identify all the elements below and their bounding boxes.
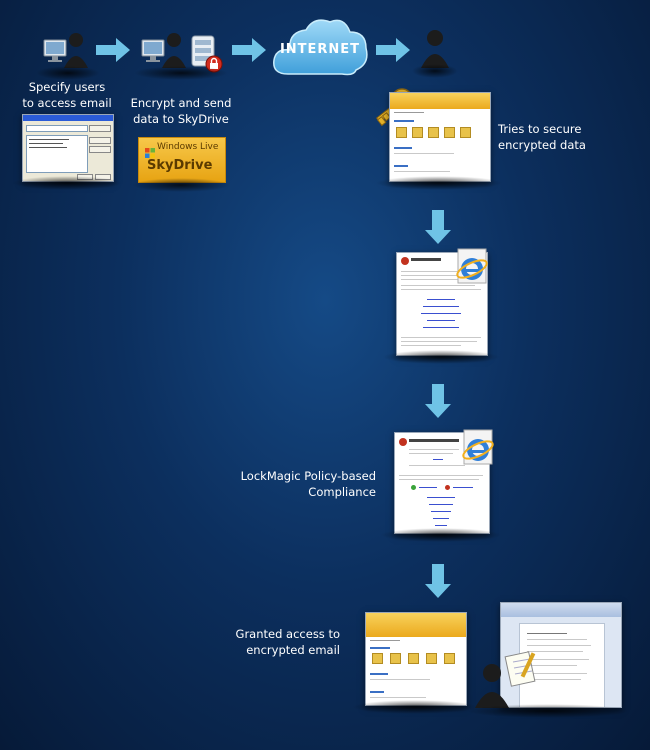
windows-live-text: Windows Live [157,142,219,152]
caption-encrypt-send: Encrypt and send data to SkyDrive [124,95,238,127]
caption-granted-access: Granted access to encrypted email [196,626,340,658]
caption-tries-secure: Tries to secure encrypted data [498,121,618,153]
caption-line: Tries to secure [498,122,582,136]
skydrive-page-thumbnail-2 [365,612,467,706]
flow-arrow-down-3 [425,564,451,598]
caption-line: Granted access to [235,627,340,641]
caption-line: Encrypt and send [130,96,232,110]
skydrive-page-thumbnail-1 [389,92,491,182]
caption-line: encrypted email [246,643,340,657]
flow-arrow-down-1 [425,210,451,244]
internet-cloud: INTERNET [270,14,370,82]
internet-explorer-icon [458,428,498,468]
skydrive-logo: Windows Live SkyDrive [138,137,226,183]
specify-users-dialog-thumbnail [22,114,114,182]
recipient-person-icon [474,660,510,710]
flow-arrow-right-2 [232,38,266,62]
skydrive-text: SkyDrive [147,158,213,173]
encrypt-computer-icon [140,28,190,72]
caption-line: Compliance [308,485,376,499]
caption-line: data to SkyDrive [133,112,229,126]
caption-policy-compliance: LockMagic Policy-based Compliance [196,468,376,500]
caption-specify-users: Specify users to access email [12,79,122,111]
notepad-pen-icon [504,648,540,688]
internet-explorer-icon [452,247,492,287]
internet-label: INTERNET [279,42,361,57]
flow-arrow-right-1 [96,38,130,62]
user-computer-icon [42,28,92,72]
flow-arrow-right-3 [376,38,410,62]
caption-line: LockMagic Policy-based [240,469,376,483]
caption-line: to access email [22,96,112,110]
caption-line: encrypted data [498,138,586,152]
flow-arrow-down-2 [425,384,451,418]
windows-flag-icon [145,143,155,158]
caption-line: Specify users [28,80,106,94]
